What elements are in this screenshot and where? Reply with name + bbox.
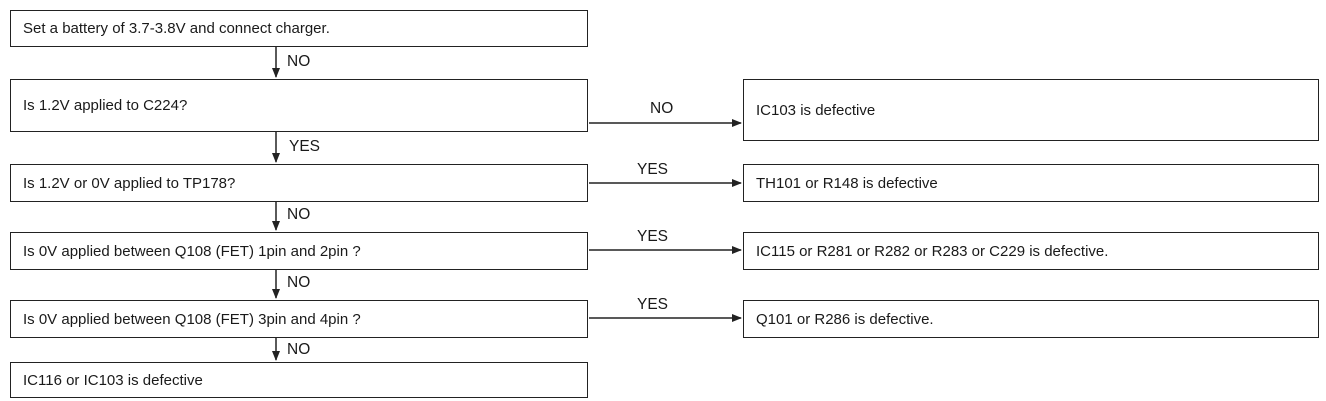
step-3-box: Is 1.2V or 0V applied to TP178?	[10, 164, 588, 202]
down-label-5: NO	[287, 341, 311, 358]
step-6-box: IC116 or IC103 is defective	[10, 362, 588, 398]
step-4-box: Is 0V applied between Q108 (FET) 1pin an…	[10, 232, 588, 270]
result-3-box: IC115 or R281 or R282 or R283 or C229 is…	[743, 232, 1319, 270]
result-4-box: Q101 or R286 is defective.	[743, 300, 1319, 338]
side-label-3: YES	[637, 228, 669, 245]
step-5-box: Is 0V applied between Q108 (FET) 3pin an…	[10, 300, 588, 338]
result-1-box: IC103 is defective	[743, 79, 1319, 141]
down-label-2: YES	[289, 138, 321, 155]
down-label-3: NO	[287, 206, 311, 223]
down-label-1: NO	[287, 53, 311, 70]
step-1-box: Set a battery of 3.7-3.8V and connect ch…	[10, 10, 588, 47]
side-label-1: NO	[650, 100, 674, 117]
result-2-box: TH101 or R148 is defective	[743, 164, 1319, 202]
side-label-4: YES	[637, 296, 669, 313]
side-label-2: YES	[637, 161, 669, 178]
down-label-4: NO	[287, 274, 311, 291]
step-2-box: Is 1.2V applied to C224?	[10, 79, 588, 132]
